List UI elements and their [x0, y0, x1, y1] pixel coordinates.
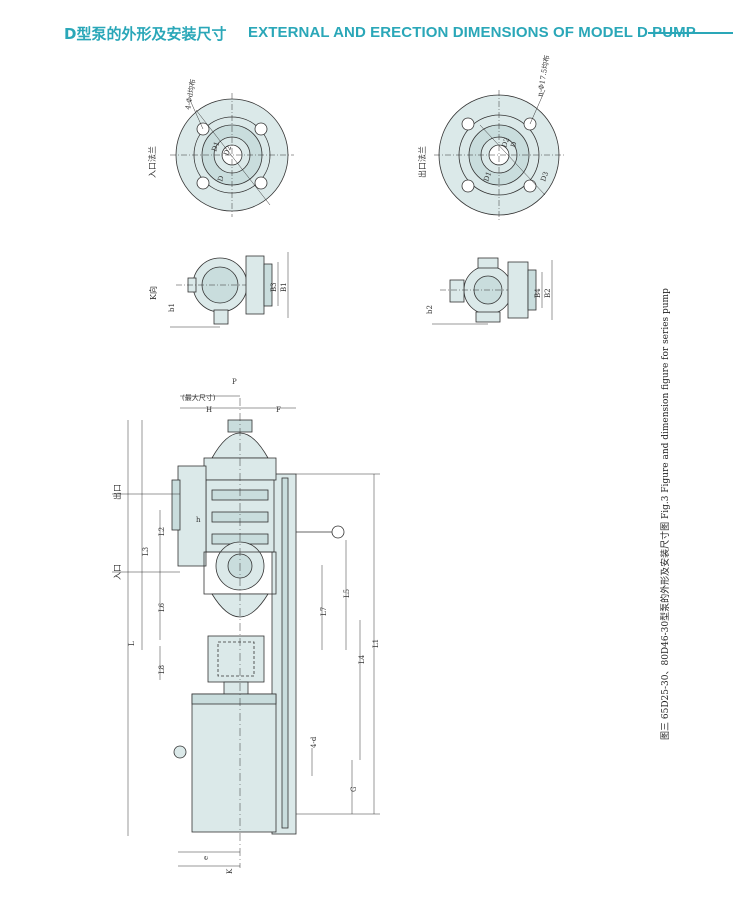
main-dim-g: G [350, 786, 358, 792]
main-top-dim-max: (最大尺寸) [182, 393, 216, 402]
inlet-flange-title: 入口法兰 [147, 146, 157, 178]
outlet-dim-d3: D3 [539, 170, 550, 182]
outlet-flange-view [434, 89, 564, 220]
inlet-dim-d1: D1 [210, 140, 221, 152]
figure-caption: 图三 65D25-30、80D46-30型泵的外形及安装尺寸图 Fig.3 Fi… [659, 288, 671, 740]
main-dim-l2: L2 [158, 527, 166, 536]
main-dim-l5: L5 [343, 589, 351, 598]
k-view-dim-b1: b1 [168, 303, 176, 312]
inlet-flange-view [170, 93, 294, 217]
outlet-dim-d1: D1 [482, 170, 493, 182]
inlet-dim-d2: D2 [222, 144, 233, 156]
outlet-dim-d2: D2 [500, 136, 511, 148]
inlet-dim-d: D [216, 174, 226, 182]
main-inlet-label: 入口 [113, 564, 122, 580]
k-view-dim-b1-upper: B1 [280, 282, 288, 292]
end-view-dim-b4: B4 [534, 288, 542, 298]
inlet-flange-holes: 4-Φd均布 [183, 78, 197, 110]
outlet-dim-d: D [509, 140, 519, 148]
end-view [432, 257, 553, 325]
header-rule [648, 32, 733, 34]
k-view-title: K向 [148, 286, 158, 300]
main-dim-k: K [226, 868, 234, 874]
k-view-dim-b3: B3 [270, 282, 278, 292]
end-view-dim-b2-upper: B2 [544, 288, 552, 298]
outlet-flange-holes: n-Φ17.5均布 [535, 54, 551, 97]
main-dim-e: e [202, 856, 210, 860]
main-dim-l1: L1 [372, 639, 380, 648]
main-dim-l3: L3 [142, 547, 150, 556]
outlet-flange-title: 出口法兰 [417, 146, 427, 178]
header-title-cn: D型泵的外形及安装尺寸 [64, 25, 227, 43]
main-dim-l: L [128, 641, 136, 646]
page-header: D型泵的外形及安装尺寸 EXTERNAL AND ERECTION DIMENS… [8, 20, 733, 46]
main-dim-l7: L7 [320, 607, 328, 616]
main-top-dim-p: P [232, 378, 237, 386]
end-view-dim-b2: b2 [426, 305, 434, 314]
main-dim-l6: L6 [158, 602, 166, 612]
main-assembly-view [112, 395, 380, 868]
main-dim-4d: 4-d [310, 736, 318, 748]
k-view [170, 252, 289, 328]
main-dim-l4: L4 [358, 654, 366, 664]
main-top-dim-f: F [276, 406, 281, 414]
header-title-en: EXTERNAL AND ERECTION DIMENSIONS OF MODE… [248, 24, 696, 41]
main-dim-l8: L8 [158, 665, 166, 674]
main-top-dim-h: H [206, 406, 212, 414]
main-dim-h-small: h [196, 516, 201, 524]
main-outlet-label: 出口 [112, 484, 122, 500]
